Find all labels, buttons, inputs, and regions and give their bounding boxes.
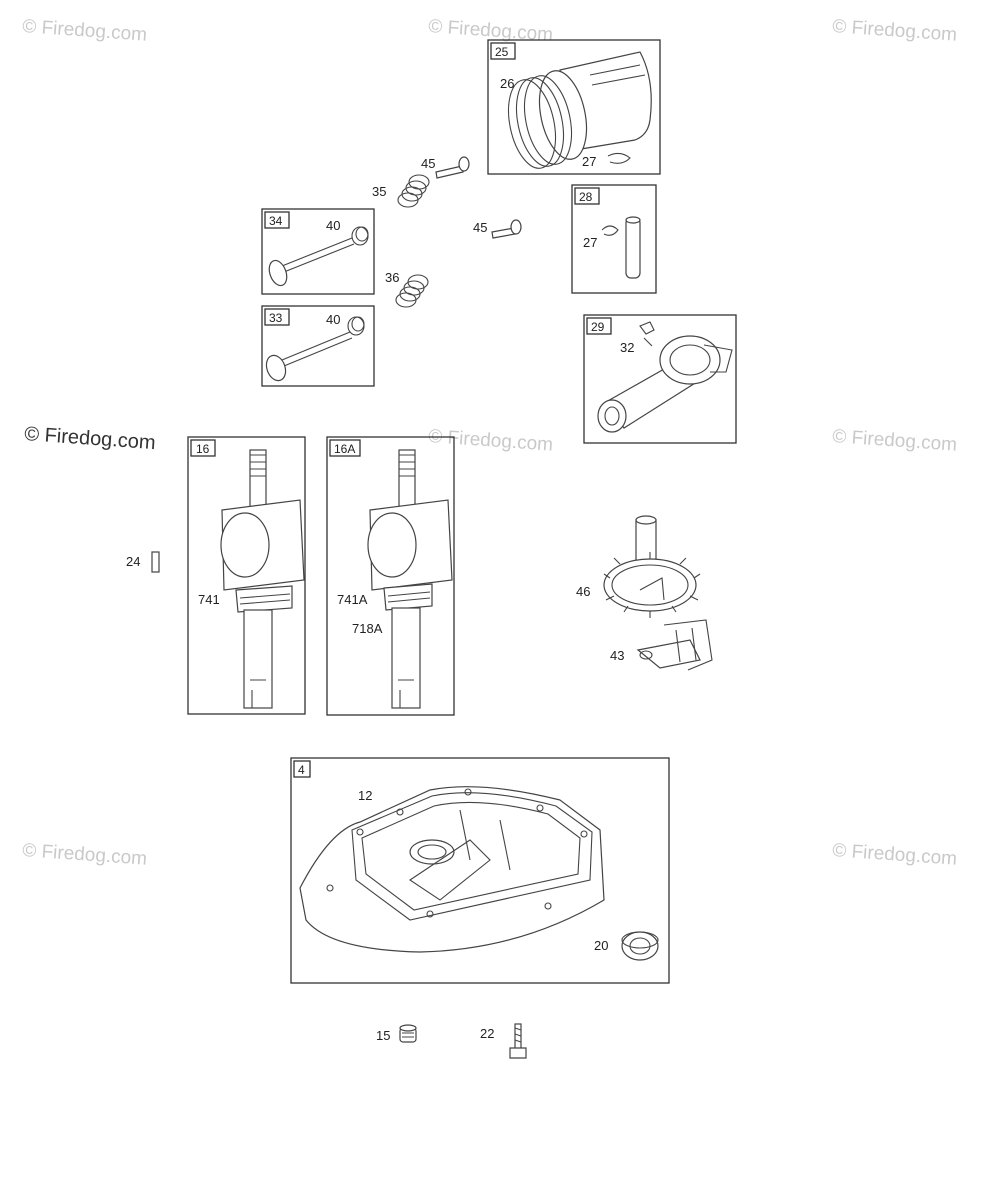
callout-24: 24 bbox=[126, 554, 140, 569]
screw-part[interactable]: 22 bbox=[480, 1023, 527, 1059]
cam-gear-icon bbox=[603, 515, 701, 618]
box-28-label: 28 bbox=[579, 190, 593, 204]
screw-icon bbox=[509, 1023, 527, 1059]
watermark-top-center: © Firedog.com bbox=[428, 16, 554, 46]
callout-741a: 741A bbox=[337, 592, 368, 607]
tappet-icon-2 bbox=[491, 219, 522, 239]
box-33-frame bbox=[261, 305, 375, 387]
camshaft-part[interactable]: 46 bbox=[576, 515, 701, 618]
crankshaft-icon-16 bbox=[220, 449, 305, 709]
box-28-frame bbox=[571, 184, 657, 294]
box-16a-frame bbox=[326, 436, 455, 716]
valve-spring-icon-1 bbox=[397, 174, 430, 208]
watermark-mid-left: © Firedog.com bbox=[24, 423, 157, 454]
box-29-frame bbox=[583, 314, 737, 444]
callout-741: 741 bbox=[198, 592, 220, 607]
key-icon bbox=[151, 551, 160, 573]
callout-46: 46 bbox=[576, 584, 590, 599]
box-34-label: 34 bbox=[269, 214, 283, 228]
callout-15: 15 bbox=[376, 1028, 390, 1043]
watermark-low-left: © Firedog.com bbox=[22, 840, 148, 870]
callout-718a: 718A bbox=[352, 621, 383, 636]
callout-36: 36 bbox=[385, 270, 399, 285]
valve-group-34[interactable]: 34 40 bbox=[261, 208, 375, 295]
piston-group[interactable]: 25 26 27 bbox=[487, 39, 661, 175]
callout-43: 43 bbox=[610, 648, 624, 663]
callout-26: 26 bbox=[500, 76, 514, 91]
box-16-frame bbox=[187, 436, 306, 715]
callout-22: 22 bbox=[480, 1026, 494, 1041]
watermarks: © Firedog.com © Firedog.com © Firedog.co… bbox=[22, 16, 958, 870]
watermark-low-right: © Firedog.com bbox=[832, 840, 958, 870]
governor-part[interactable]: 43 bbox=[610, 619, 713, 671]
crankshaft-group-16a[interactable]: 16A 741A 718A bbox=[326, 436, 455, 716]
crankshaft-group-16[interactable]: 16 741 bbox=[187, 436, 306, 715]
callout-32: 32 bbox=[620, 340, 634, 355]
oil-seal-icon bbox=[621, 931, 659, 961]
callout-45-top: 45 bbox=[421, 156, 435, 171]
key-part[interactable]: 24 bbox=[126, 551, 160, 573]
box-29-label: 29 bbox=[591, 320, 605, 334]
box-16a-label: 16A bbox=[334, 442, 355, 456]
callout-40-33: 40 bbox=[326, 312, 340, 327]
box-25-frame bbox=[487, 39, 661, 175]
piston-pin-group[interactable]: 28 27 bbox=[571, 184, 657, 294]
callout-27-top: 27 bbox=[582, 154, 596, 169]
callout-35: 35 bbox=[372, 184, 386, 199]
governor-icon bbox=[636, 619, 713, 671]
valve-train-parts[interactable]: 45 35 45 36 bbox=[372, 156, 522, 308]
callout-27-pin: 27 bbox=[583, 235, 597, 250]
box-4-frame bbox=[290, 757, 670, 984]
connecting-rod-icon bbox=[597, 321, 733, 433]
plug-part[interactable]: 15 bbox=[376, 1024, 417, 1043]
box-34-frame bbox=[261, 208, 375, 295]
valve-group-33[interactable]: 33 40 bbox=[261, 305, 375, 387]
crankshaft-icon-16a bbox=[367, 449, 453, 709]
plug-icon bbox=[399, 1024, 417, 1043]
box-33-label: 33 bbox=[269, 311, 283, 325]
watermark-mid-center: © Firedog.com bbox=[428, 426, 554, 456]
piston-icon bbox=[507, 51, 652, 169]
watermark-mid-right: © Firedog.com bbox=[832, 426, 958, 456]
box-16-label: 16 bbox=[196, 442, 210, 456]
watermark-top-right: © Firedog.com bbox=[832, 16, 958, 46]
valve-spring-icon-2 bbox=[395, 274, 429, 308]
sump-icon bbox=[299, 786, 605, 953]
snap-ring-icon bbox=[607, 152, 631, 164]
callout-12: 12 bbox=[358, 788, 372, 803]
callout-40-34: 40 bbox=[326, 218, 340, 233]
sump-group[interactable]: 4 12 20 bbox=[290, 757, 670, 984]
valve-icon-33 bbox=[265, 316, 365, 382]
piston-pin-icon bbox=[601, 216, 641, 279]
watermark-top-left: © Firedog.com bbox=[22, 16, 148, 46]
callout-20: 20 bbox=[594, 938, 608, 953]
callout-45-mid: 45 bbox=[473, 220, 487, 235]
connecting-rod-group[interactable]: 29 32 bbox=[583, 314, 737, 444]
box-4-label: 4 bbox=[298, 763, 305, 777]
box-25-label: 25 bbox=[495, 45, 509, 59]
valve-icon-34 bbox=[268, 226, 369, 287]
tappet-icon-1 bbox=[435, 156, 470, 179]
